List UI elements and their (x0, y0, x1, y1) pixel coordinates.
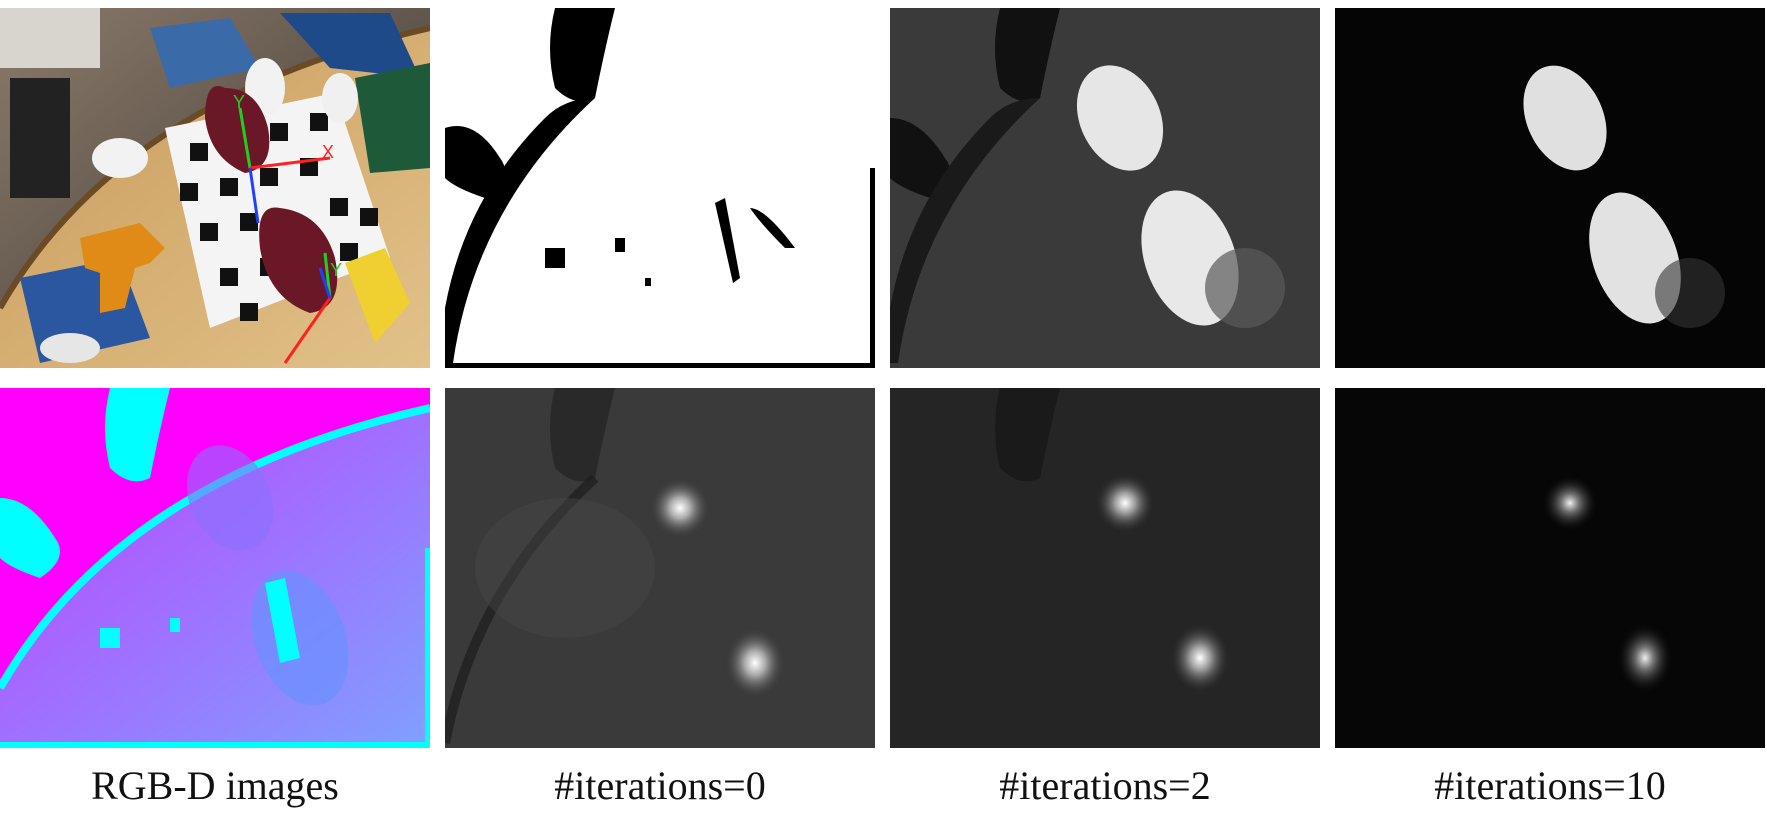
column-label-rgbd: RGB-D images (91, 763, 339, 808)
axis-label-x-1: X (322, 142, 334, 162)
pose-axes-bottle-1 (238, 107, 331, 224)
column-label-iter2: #iterations=2 (999, 763, 1211, 808)
mask-iter2 (890, 8, 1320, 368)
yellow-box-object (345, 248, 410, 343)
depth-image-panel (0, 388, 430, 748)
mask-iter0 (445, 8, 875, 368)
object-highlight-1 (1523, 65, 1607, 171)
drill-object (80, 223, 165, 313)
depth-map (0, 388, 430, 748)
heatmap-iter10-panel (1335, 388, 1765, 748)
heatmap-iter0 (445, 388, 875, 748)
mask-iter10 (1335, 8, 1765, 368)
mask-iter0-panel (445, 8, 875, 368)
pose-axes-bottle-2 (283, 252, 332, 364)
rgb-scene: Y X Y (0, 8, 430, 368)
axis-label-y-2: Y (330, 260, 342, 280)
heatmap-iter0-panel (445, 388, 875, 748)
heatmap-iter2 (890, 388, 1320, 748)
bottle-object-2 (259, 207, 338, 313)
mask-iter2-panel (890, 8, 1320, 368)
column-label-iter0: #iterations=0 (554, 763, 766, 808)
rgb-image-panel: Y X Y (0, 8, 430, 368)
column-label-iter10: #iterations=10 (1434, 763, 1666, 808)
bottle-object-1 (205, 86, 270, 173)
axis-label-y-1: Y (233, 92, 245, 112)
heatmap-iter2-panel (890, 388, 1320, 748)
mask-iter10-panel (1335, 8, 1765, 368)
object-highlight-1 (1076, 65, 1164, 171)
heatmap-iter10 (1335, 388, 1765, 748)
